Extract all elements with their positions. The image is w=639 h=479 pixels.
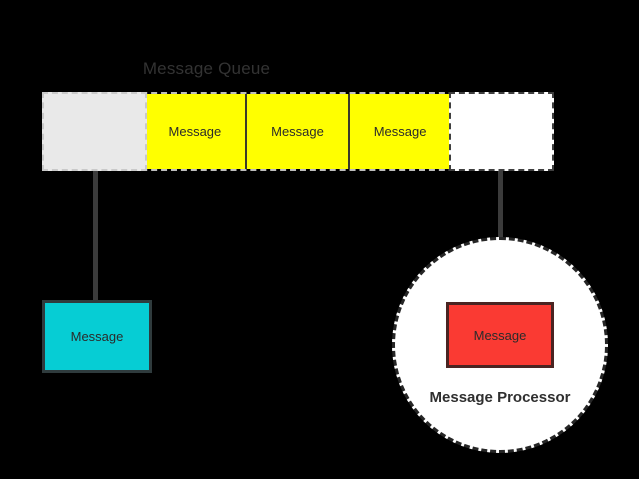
queue-cell-0[interactable] (42, 92, 147, 171)
page-title: Message Queue (142, 59, 271, 78)
connector-queue-to-producer (93, 168, 98, 302)
queue-cell-2[interactable]: Message (246, 94, 349, 169)
producer-message-box[interactable]: Message (42, 300, 152, 373)
processor-message-label: Message (473, 327, 527, 343)
processor-message-box[interactable]: Message (446, 302, 554, 368)
queue-cell-4[interactable] (449, 92, 554, 171)
connector-queue-to-processor (498, 168, 503, 252)
producer-message-label: Message (70, 329, 124, 344)
message-processor-label: Message Processor (429, 389, 571, 406)
queue-cell-1[interactable]: Message (144, 94, 247, 169)
queue-cell-label: Message (373, 124, 427, 139)
queue-cell-label: Message (168, 124, 222, 139)
queue-cell-3[interactable]: Message (348, 94, 452, 169)
queue-cell-label: Message (271, 124, 324, 139)
message-queue: Message Message Message (42, 92, 554, 171)
